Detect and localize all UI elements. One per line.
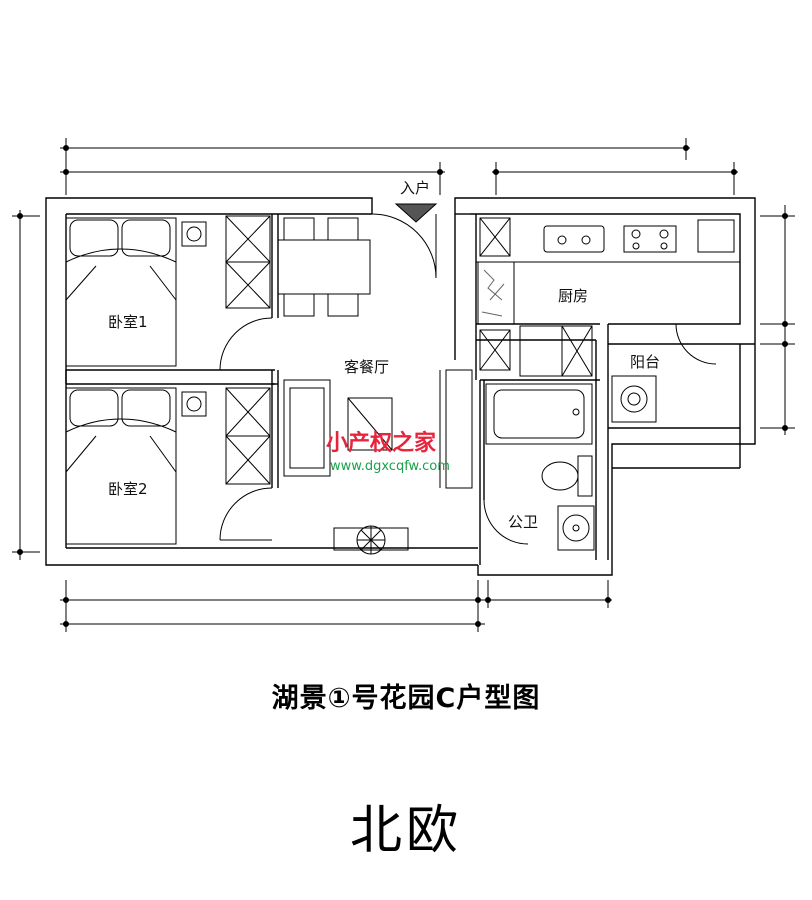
coffee-table-icon [347, 397, 393, 451]
entry-arrow-icon [394, 203, 438, 223]
walls [45, 197, 756, 576]
bed-icon [65, 387, 207, 545]
style-name: 北欧 [349, 801, 462, 861]
watermark-brand: 小产权之家 [326, 430, 437, 456]
bathtub-icon [485, 383, 593, 445]
wardrobe-icon [225, 387, 271, 485]
room-label-bedroom1: 卧室1 [108, 313, 148, 331]
room-label-kitchen: 厨房 [558, 287, 588, 305]
sink-icon [557, 505, 595, 551]
dimension-lines-left [12, 210, 40, 560]
room-label-bathroom: 公卫 [508, 513, 538, 531]
fridge-icon [519, 325, 593, 377]
watermark-url: www.dgxcqfw.com [330, 459, 450, 474]
sofa-icon [283, 379, 331, 477]
entry-label: 入户 [400, 179, 430, 197]
bed-icon [65, 217, 207, 367]
floor-plan: 卧室1 卧室2 客餐厅 厨房 阳台 公卫 入户 小产权之家 www.dgxcqf… [12, 138, 795, 632]
room-label-living-dining: 客餐厅 [344, 358, 389, 376]
room-label-balcony: 阳台 [630, 353, 660, 371]
plant-icon [333, 525, 409, 555]
kitchen-counter-icon [475, 213, 741, 263]
dimension-lines-right [760, 205, 795, 435]
shaft-icon [477, 261, 515, 371]
dimension-lines-top [60, 138, 738, 195]
room-label-bedroom2: 卧室2 [108, 480, 148, 498]
plan-caption: 湖景①号花园C户型图 [271, 683, 541, 714]
doors [219, 213, 717, 545]
wardrobe-icon [225, 215, 271, 309]
toilet-icon [541, 455, 593, 497]
washing-machine-icon [611, 375, 657, 423]
tv-cabinet-icon [439, 369, 473, 489]
dimension-lines-bottom [60, 580, 612, 632]
dining-table-icon [277, 217, 371, 317]
